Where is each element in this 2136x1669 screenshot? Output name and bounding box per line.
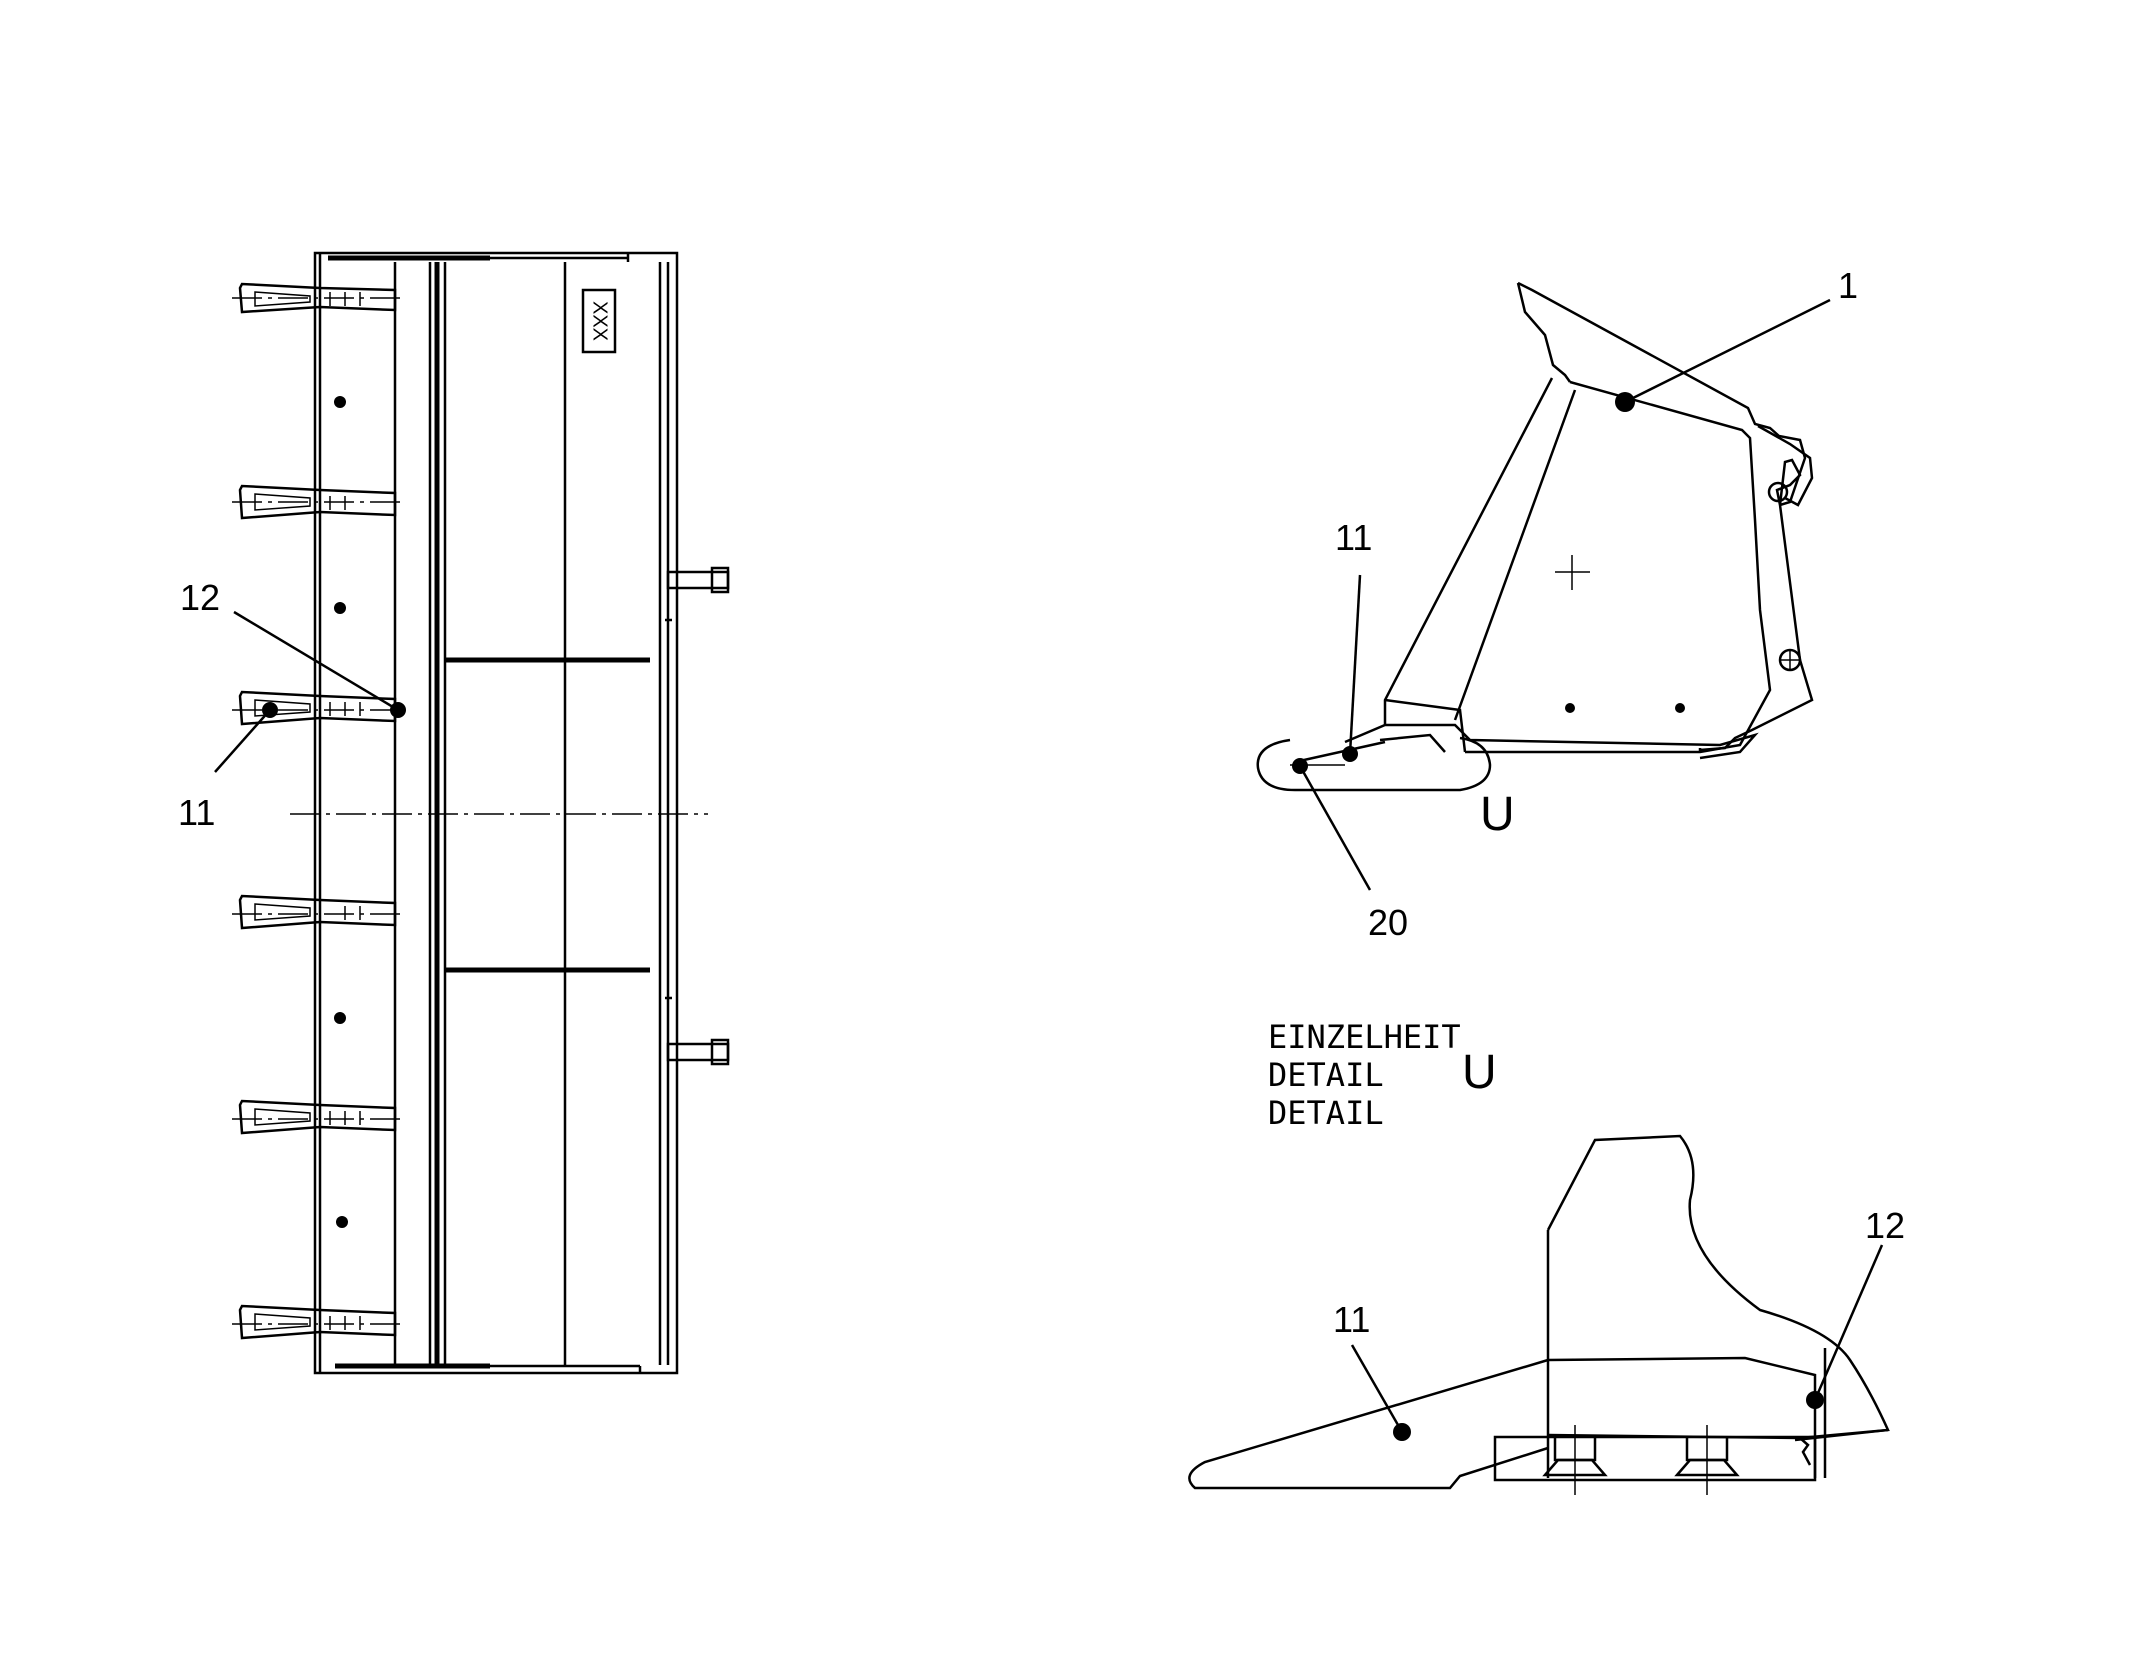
id-plate-text: XXX xyxy=(589,301,611,341)
bucket-outline xyxy=(313,251,679,1375)
detail-caption: EINZELHEIT DETAIL DETAIL U xyxy=(1268,1018,1497,1132)
caption-line-2: DETAIL xyxy=(1268,1056,1384,1094)
id-plate xyxy=(581,288,617,354)
callout-12-front: 12 xyxy=(180,577,220,618)
tooth-1 xyxy=(232,282,400,314)
tooth-5 xyxy=(232,1099,400,1135)
callout-11-front: 11 xyxy=(178,792,215,833)
detail-view: 11 12 xyxy=(1188,1134,1905,1495)
callout-11-detail: 11 xyxy=(1333,1299,1370,1340)
detail-u-outline xyxy=(1256,736,1492,792)
front-view: XXX xyxy=(178,251,730,1375)
callout-20-side: 20 xyxy=(1368,902,1408,943)
tooth-6 xyxy=(232,1304,400,1340)
tooth-detail xyxy=(1188,1358,1549,1490)
caption-letter-u: U xyxy=(1462,1046,1497,1099)
caption-line-1: EINZELHEIT xyxy=(1268,1018,1461,1056)
detail-marker-u: U xyxy=(1480,788,1515,841)
caption-line-3: DETAIL xyxy=(1268,1094,1384,1132)
tooth-4 xyxy=(232,894,400,930)
callout-12-detail: 12 xyxy=(1865,1205,1905,1246)
callout-1-side: 1 xyxy=(1838,265,1858,306)
callout-11-side: 11 xyxy=(1335,517,1372,558)
side-view: 1 11 20 U xyxy=(1256,265,1858,943)
tooth-2 xyxy=(232,484,400,520)
